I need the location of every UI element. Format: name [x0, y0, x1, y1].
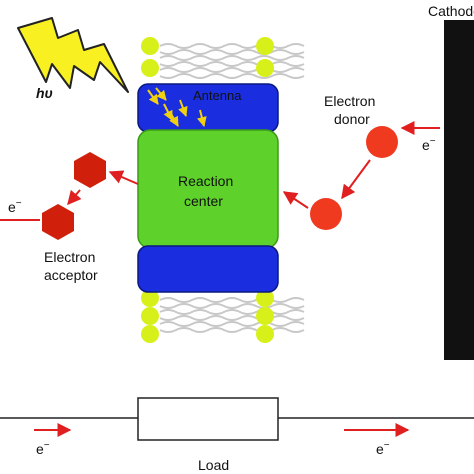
cathode-electrode	[444, 20, 474, 360]
arrow-donor-to-reduced	[341, 159, 371, 200]
lipid-head	[141, 37, 159, 55]
lipid-head	[141, 289, 159, 307]
electron-donor-molecule-reduced	[310, 198, 342, 230]
lipid-bilayer-bottom	[141, 289, 305, 343]
hexagon-molecule-icon	[74, 152, 106, 188]
electron-label-circuit-left: e−	[36, 440, 50, 457]
lipid-head	[256, 59, 274, 77]
electron-flow-arrows	[0, 121, 440, 437]
lipid-head	[141, 307, 159, 325]
lightning-bolt-icon	[17, 17, 129, 93]
electron-acceptor-label-line2: acceptor	[44, 267, 98, 283]
electron-donor-label-line1: Electron	[324, 93, 375, 109]
lipid-bilayer-top	[141, 37, 305, 79]
lipid-head	[256, 37, 274, 55]
reaction-center	[137, 129, 279, 249]
arrow-reduced-to-reaction-center	[282, 191, 309, 209]
arrow-acceptor-to-acceptor	[67, 189, 82, 206]
electron-donor-molecule	[366, 126, 398, 158]
photon-label: hυ	[36, 85, 53, 101]
arrow-reaction-center-to-acceptor	[108, 170, 139, 185]
electron-label-cathode: e−	[422, 136, 436, 153]
lipid-head	[256, 289, 274, 307]
lipid-head	[141, 59, 159, 77]
antenna-label: Antenna	[193, 88, 242, 103]
hexagon-molecule-icon	[42, 204, 74, 240]
cathode-label: Cathode	[428, 3, 474, 19]
excitation-arrows	[147, 87, 207, 127]
load-label: Load	[198, 457, 229, 473]
lipid-head	[141, 325, 159, 343]
lower-protein-complex	[137, 245, 279, 293]
electron-label-circuit-right: e−	[376, 440, 390, 457]
lipid-head	[256, 325, 274, 343]
electron-acceptor-label-line1: Electron	[44, 249, 95, 265]
electron-label-acceptor: e−	[8, 198, 22, 215]
reaction-center-label-line1: Reaction	[178, 173, 233, 189]
load-resistor	[137, 397, 279, 441]
reaction-center-label-line2: center	[184, 193, 223, 209]
lipid-head	[256, 307, 274, 325]
electron-donor-label-line2: donor	[334, 111, 370, 127]
